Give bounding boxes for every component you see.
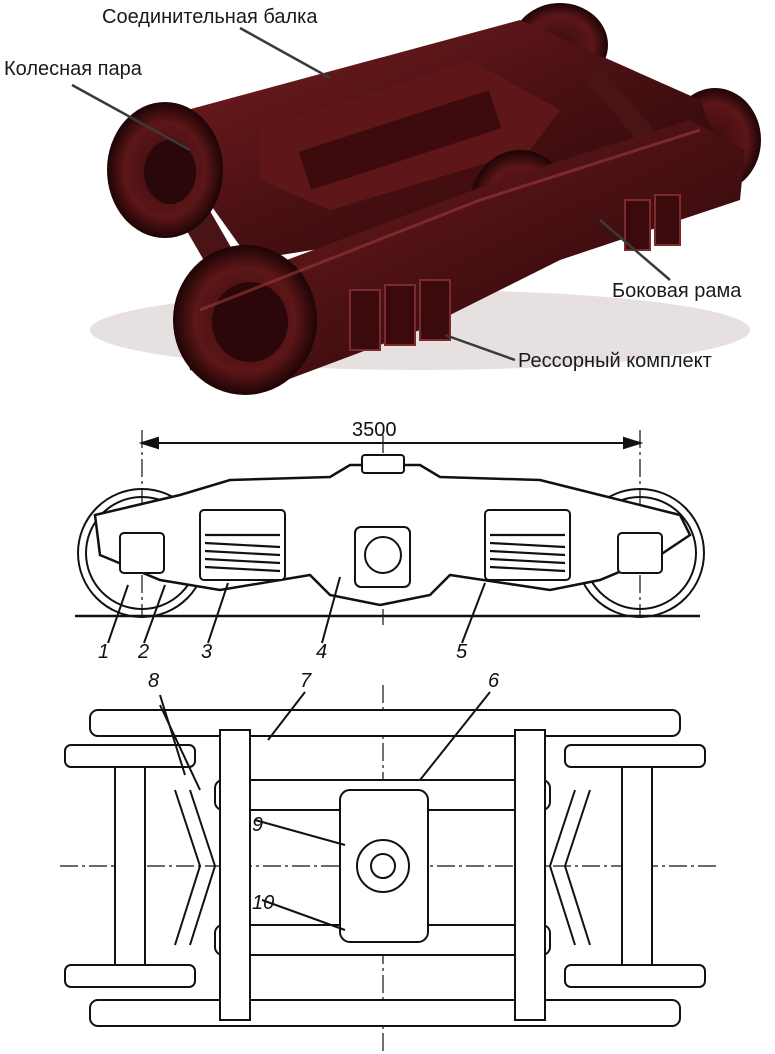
plan-top-side-frame xyxy=(89,709,681,737)
callout-wheelset: Колесная пара xyxy=(4,58,142,80)
dimension-3500: 3500 xyxy=(352,419,397,441)
part-number-10: 10 xyxy=(252,892,275,914)
part-number-2: 2 xyxy=(138,641,150,663)
part-number-5: 5 xyxy=(456,641,468,663)
plan-view-lines xyxy=(60,685,720,1054)
callout-side-frame: Боковая рама xyxy=(612,280,742,302)
leader-lines xyxy=(71,26,671,362)
callout-connecting-beam: Соединительная балка xyxy=(102,6,318,28)
spring-set-shape xyxy=(349,194,681,351)
callout-spring-set: Рессорный комплект xyxy=(518,350,712,372)
front-side-frame xyxy=(180,120,745,390)
part-number-8: 8 xyxy=(148,670,160,692)
plan-right-axle xyxy=(621,749,653,981)
bogie-photo-illustration xyxy=(71,3,761,395)
plan-view-drawing: 8 7 6 9 10 xyxy=(0,670,775,1054)
plan-left-axle xyxy=(114,749,146,981)
part-number-3: 3 xyxy=(201,641,213,663)
side-view-lines xyxy=(75,430,705,644)
side-view-drawing: 3500 1 2 3 4 5 xyxy=(0,405,775,670)
plan-bottom-side-frame xyxy=(89,999,681,1027)
part-number-6: 6 xyxy=(488,670,500,692)
part-number-7: 7 xyxy=(300,670,312,692)
bogie-photo: Соединительная балка Колесная пара Боков… xyxy=(0,0,775,405)
part-number-4: 4 xyxy=(316,641,328,663)
part-number-1: 1 xyxy=(98,641,110,663)
part-number-9: 9 xyxy=(252,814,264,836)
